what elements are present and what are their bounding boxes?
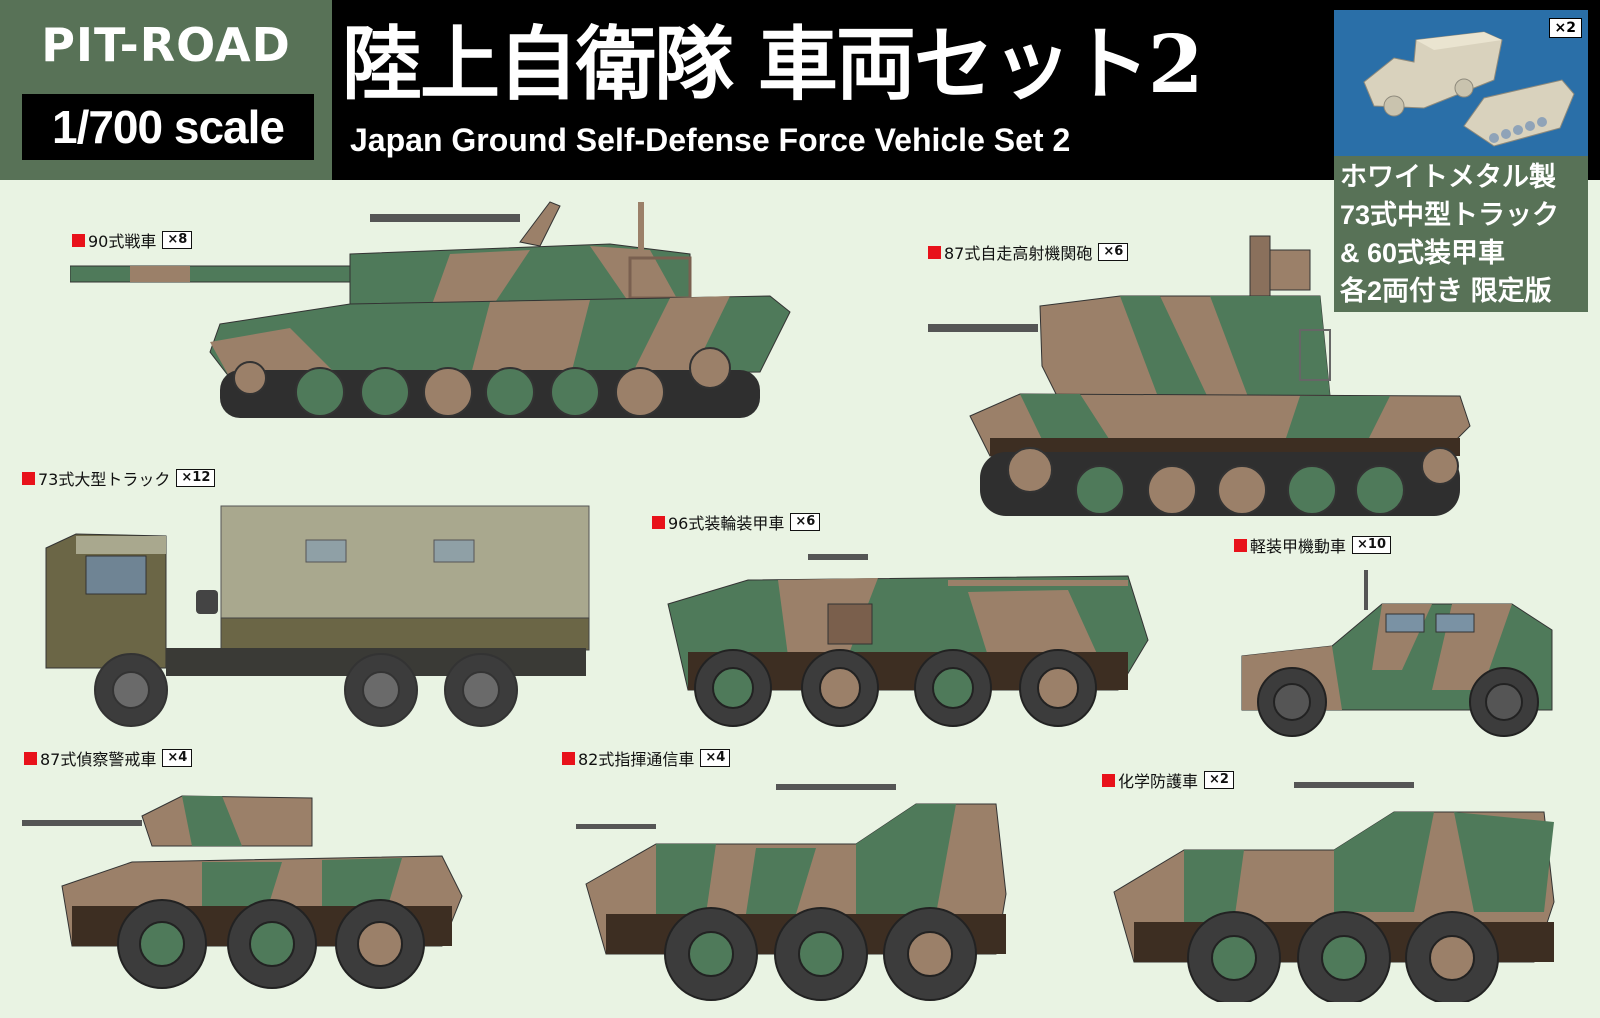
red-square-icon: [22, 471, 35, 485]
red-square-icon: [72, 233, 85, 247]
nbc-vehicle-illustration: [1094, 762, 1574, 1002]
quantity-badge: ×4: [162, 749, 193, 767]
brand-panel: PIT-ROAD 1/700 scale: [0, 0, 332, 180]
bonus-line: ホワイトメタル製: [1340, 162, 1556, 192]
vehicle-name: 90式戦車: [88, 232, 157, 251]
label-type90-tank: 90式戦車 ×8: [72, 228, 193, 252]
lav-illustration: [1232, 570, 1582, 740]
quantity-badge: ×6: [1098, 243, 1129, 261]
label-lav: 軽装甲機動車 ×10: [1234, 533, 1391, 557]
label-type82-ccv: 82式指揮通信車 ×4: [562, 746, 731, 770]
bonus-line: 各2両付き 限定版: [1340, 276, 1552, 306]
label-type87-spaag: 87式自走高射機関砲 ×6: [928, 240, 1129, 264]
quantity-badge: ×2: [1204, 771, 1234, 789]
white-metal-models-image: [1363, 31, 1575, 147]
quantity-badge: ×4: [700, 749, 731, 767]
red-square-icon: [1234, 538, 1247, 552]
bonus-line: 73式中型トラック: [1340, 200, 1560, 230]
label-nbc-vehicle: 化学防護車 ×2: [1102, 768, 1234, 792]
type73-truck-illustration: [16, 498, 596, 728]
title-japanese: 陸上自衛隊 車両セット2: [342, 17, 1204, 111]
label-type96-wapc: 96式装輪装甲車 ×6: [652, 510, 821, 534]
title-english: Japan Ground Self-Defense Force Vehicle …: [350, 122, 1071, 158]
scale-badge: 1/700 scale: [22, 94, 314, 160]
label-type87-rcv: 87式偵察警戒車 ×4: [24, 746, 193, 770]
bonus-description: ホワイトメタル製 73式中型トラック & 60式装甲車 各2両付き 限定版: [1340, 158, 1559, 310]
type82-ccv-illustration: [556, 764, 1046, 1004]
vehicle-name: 87式偵察警戒車: [40, 750, 157, 769]
type87-rcv-illustration: [22, 776, 492, 996]
quantity-badge: ×12: [176, 469, 216, 487]
red-square-icon: [1102, 773, 1115, 787]
vehicle-name: 73式大型トラック: [38, 470, 171, 489]
vehicle-name: 化学防護車: [1118, 772, 1199, 791]
vehicle-name: 87式自走高射機関砲: [944, 244, 1093, 263]
red-square-icon: [652, 515, 665, 529]
bonus-quantity-badge: ×2: [1548, 18, 1582, 38]
type90-tank-illustration: [70, 192, 810, 432]
red-square-icon: [928, 245, 941, 259]
quantity-badge: ×10: [1352, 536, 1391, 554]
brand-logo: PIT-ROAD: [41, 18, 291, 72]
label-type73-truck: 73式大型トラック ×12: [22, 466, 216, 490]
quantity-badge: ×6: [790, 513, 821, 531]
bonus-panel: ×2 ホワイトメタル製 73式中型トラック & 60式装甲車 各2両付き 限定版: [1334, 10, 1588, 312]
quantity-badge: ×8: [162, 231, 193, 249]
vehicle-name: 軽装甲機動車: [1250, 537, 1347, 556]
white-metal-photo: ×2: [1334, 10, 1588, 156]
red-square-icon: [562, 751, 575, 765]
red-square-icon: [24, 751, 37, 765]
vehicle-name: 82式指揮通信車: [578, 750, 695, 769]
type96-wapc-illustration: [648, 540, 1168, 730]
vehicle-name: 96式装輪装甲車: [668, 514, 785, 533]
bonus-line: & 60式装甲車: [1340, 238, 1506, 268]
type87-spaag-illustration: [920, 226, 1480, 526]
